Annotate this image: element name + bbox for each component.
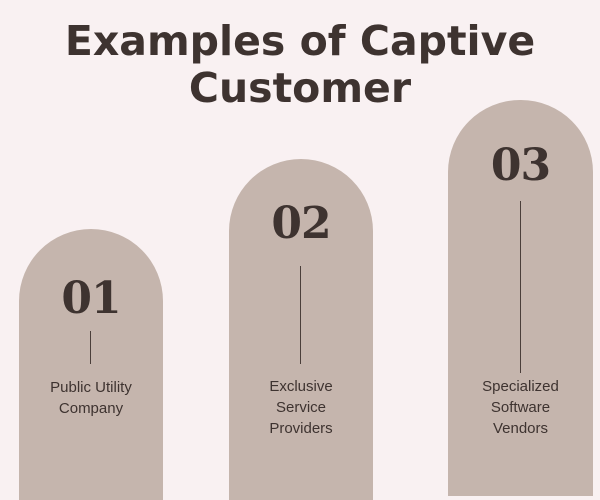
step-label-1: Public Utility Company [19,377,163,419]
step-label-3: Specialized Software Vendors [448,376,593,439]
step-label-2-line-3: Providers [269,420,333,437]
step-label-1-line-2: Company [58,400,124,417]
step-label-1-line-1: Public Utility [50,379,132,396]
step-label-3-line-1: Specialized [482,378,559,395]
step-label-3-line-3: Vendors [492,420,549,437]
arch-card-1: 01 Public Utility Company [19,229,163,500]
connector-line-2 [300,266,301,364]
step-number-3: 03 [490,140,551,191]
step-label-2: Exclusive Service Providers [229,376,373,439]
step-label-2-line-2: Service [275,399,327,416]
title-line-1: Examples of Captive [64,17,536,65]
title-line-2: Customer [188,64,412,112]
arch-card-3: 03 Specialized Software Vendors [448,100,593,496]
step-number-2: 02 [271,198,331,249]
connector-line-3 [519,201,521,373]
arch-card-2: 02 Exclusive Service Providers [229,159,373,500]
step-number-1: 01 [61,273,121,324]
step-label-3-line-2: Software [490,399,551,416]
step-label-2-line-1: Exclusive [269,378,333,395]
page-title: Examples of Captive Customer [0,18,600,112]
connector-line-1 [90,331,91,364]
